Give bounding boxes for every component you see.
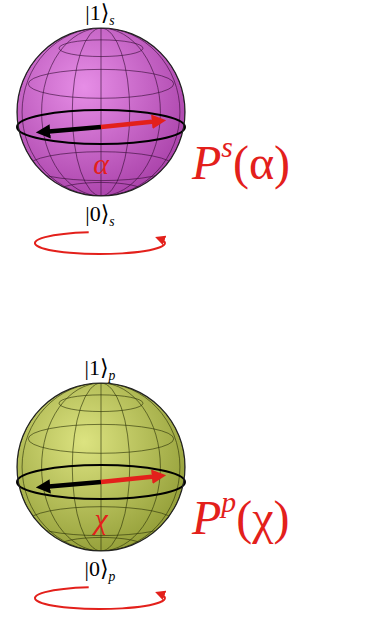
rotation-arrow — [35, 587, 165, 609]
black-arrow — [43, 127, 101, 132]
math-text: (α) — [233, 136, 290, 189]
subscript: s — [109, 214, 114, 229]
superscript: s — [221, 130, 233, 163]
state-label: |0⟩p — [85, 558, 116, 583]
equator — [17, 465, 185, 499]
projector-label: Pp(χ) — [192, 487, 289, 542]
subscript: p — [109, 368, 116, 383]
math-text: |1⟩ — [85, 0, 109, 25]
math-text: |0⟩ — [85, 556, 109, 581]
math-text: |1⟩ — [85, 355, 109, 380]
state-label: |1⟩s — [85, 2, 114, 27]
projector-label: Ps(α) — [192, 132, 290, 187]
angle-symbol: χ — [94, 502, 107, 536]
bloch-sphere: χ — [16, 382, 186, 552]
black-arrow — [43, 482, 101, 487]
angle-symbol: α — [93, 147, 109, 181]
rotation-arrow — [35, 232, 165, 254]
subscript: s — [109, 13, 114, 28]
subscript: p — [109, 569, 116, 584]
state-label: |0⟩s — [85, 203, 114, 228]
superscript: p — [221, 485, 236, 518]
sphere-grid — [17, 383, 185, 552]
state-label: |1⟩p — [85, 357, 116, 382]
math-text: P — [192, 136, 221, 189]
bloch-sphere: α — [16, 27, 186, 197]
red-arrow — [101, 476, 159, 482]
equator — [17, 110, 185, 144]
sphere-grid — [17, 28, 185, 197]
math-text: |0⟩ — [85, 201, 109, 226]
sphere-body — [17, 28, 185, 196]
sphere-body — [17, 383, 185, 551]
math-text: (χ) — [236, 491, 289, 544]
red-arrow — [101, 121, 159, 127]
math-text: P — [192, 491, 221, 544]
